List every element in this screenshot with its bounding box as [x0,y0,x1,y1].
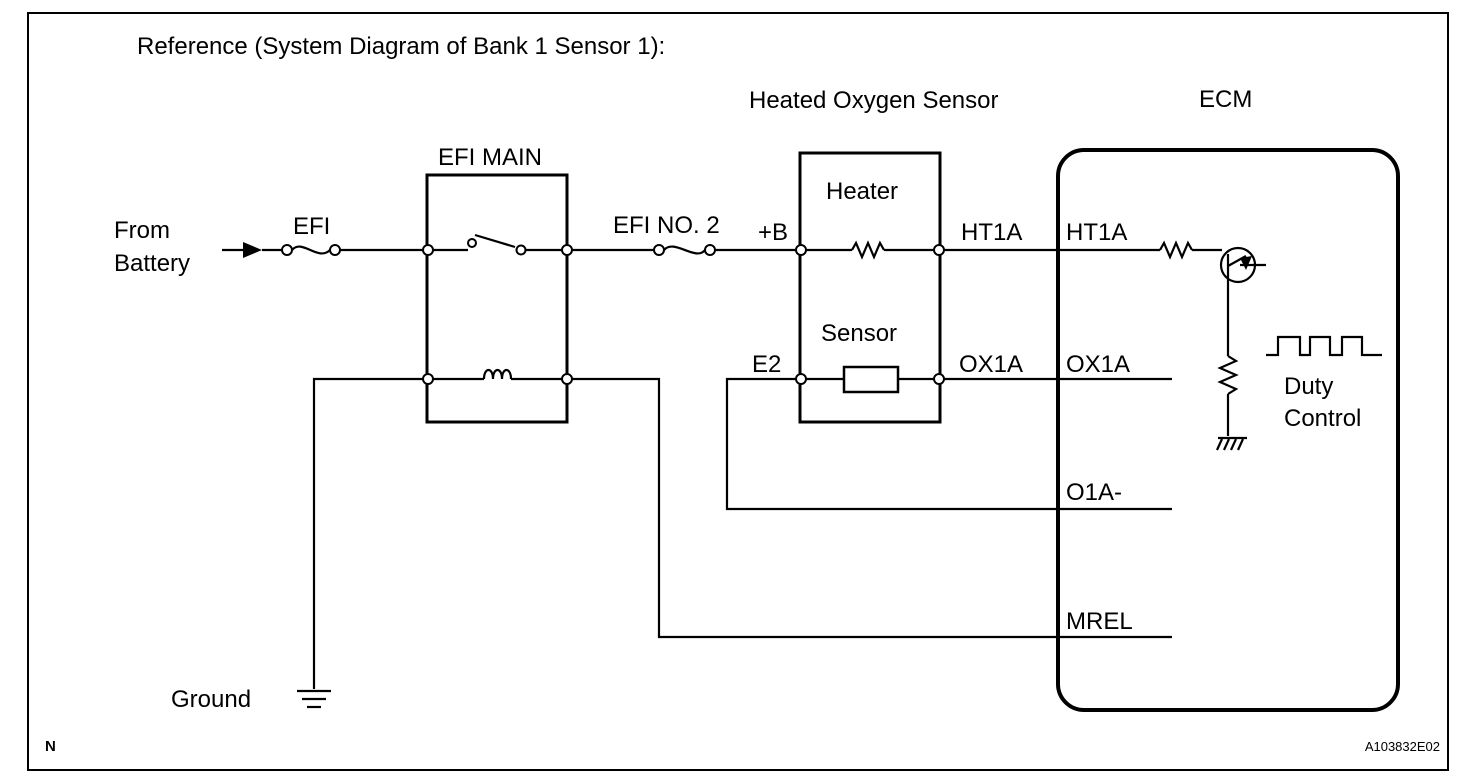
ht1a-sensor-terminal [933,244,945,256]
reference-title: Reference (System Diagram of Bank 1 Sens… [137,33,665,60]
sensor-element-icon [842,365,900,394]
duty-control-label-line2: Control [1284,405,1361,432]
ecm-pulldown-resistor-icon [1217,355,1239,395]
ht1a-ecm-pin-label: HT1A [1066,219,1127,246]
ht1a-sensor-pin-label: HT1A [961,219,1022,246]
o1a-minus-pin-label: O1A- [1066,479,1122,506]
from-battery-label-line2: Battery [114,250,190,277]
plus-b-pin-label: +B [758,219,788,246]
efi-main-relay-box [425,173,569,424]
relay-coil-left-terminal [422,373,434,385]
corner-label: N [45,738,56,755]
heater-label: Heater [826,178,898,205]
relay-contact-left [467,238,477,248]
heater-resistor-icon [851,240,885,260]
relay-to-mrel-wire [572,377,1172,639]
relay-switch-in-terminal [422,244,434,256]
relay-to-ground-wire [312,377,423,689]
efi-no2-fuse-terminal-left [653,244,665,256]
e2-to-o1a-wire [725,377,1172,511]
plus-b-terminal [795,244,807,256]
relay-coil-icon [482,368,513,380]
ox1a-ecm-pin-label: OX1A [1066,351,1130,378]
ox1a-sensor-pin-label: OX1A [959,351,1023,378]
heated-oxygen-sensor-box [798,151,942,424]
efi-no2-fuse-icon [663,245,706,255]
relay-contact-right [515,244,527,256]
relay-coil-right-terminal [561,373,573,385]
figure-id: A103832E02 [1365,739,1440,754]
efi-fuse-terminal-right [329,244,341,256]
chassis-ground-icon [1215,436,1247,451]
battery-arrow-icon [243,242,262,258]
efi-fuse-label: EFI [293,213,330,240]
efi-no2-fuse-terminal-right [704,244,716,256]
efi-no2-fuse-label: EFI NO. 2 [613,212,720,239]
sensor-label: Sensor [821,320,897,347]
ox1a-sensor-terminal [933,373,945,385]
efi-fuse-terminal-left [281,244,293,256]
e2-pin-label: E2 [752,351,781,378]
e2-terminal [795,373,807,385]
heated-oxygen-sensor-label: Heated Oxygen Sensor [749,87,998,114]
ground-label: Ground [171,686,251,713]
efi-fuse-icon [291,245,331,255]
outer-frame [27,12,1449,771]
ecm-input-resistor-icon [1159,240,1193,260]
duty-pulse-waveform-icon [1266,335,1382,357]
ground-symbol-icon [297,689,331,709]
duty-control-label-line1: Duty [1284,373,1333,400]
ecm-box [1056,148,1400,712]
from-battery-label-line1: From [114,217,170,244]
ecm-label: ECM [1199,86,1252,113]
efi-main-label: EFI MAIN [438,144,542,171]
mrel-pin-label: MREL [1066,608,1133,635]
relay-switch-blade-icon [474,233,516,249]
relay-switch-out-terminal [561,244,573,256]
driver-transistor-icon [1219,246,1266,284]
